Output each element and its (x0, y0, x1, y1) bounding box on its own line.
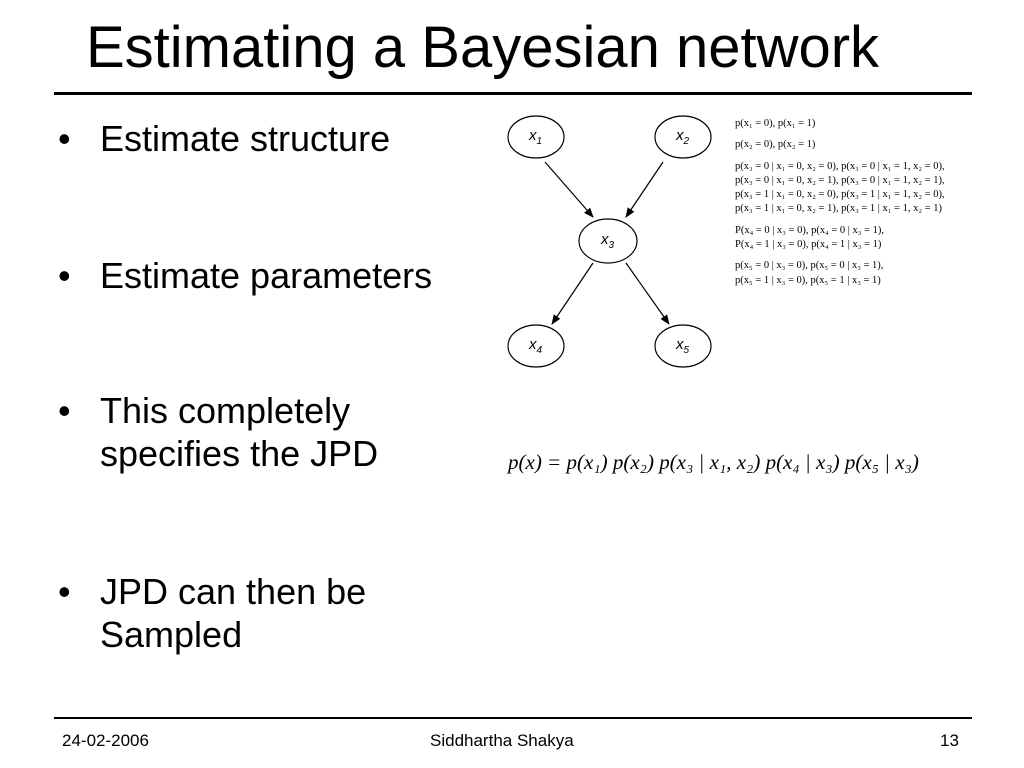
cpt-line: P(x₄ = 1 | x₃ = 0), p(x₄ = 1 | x₃ = 1) (735, 239, 882, 251)
slide-title: Estimating a Bayesian network (86, 15, 880, 80)
title-divider (54, 92, 972, 95)
cpt-line: p(x₁ = 0), p(x₁ = 1) (735, 118, 816, 129)
cpt-line: p(x₃ = 0 | x₁ = 0, x₂ = 1), p(x₃ = 0 | x… (735, 174, 945, 186)
bullet-item: • Estimate structure (58, 117, 488, 160)
node-x1: x1 (507, 115, 565, 159)
cpt-line: p(x₂ = 0), p(x₂ = 1) (735, 139, 816, 151)
bullet-item: • JPD can then be Sampled (58, 570, 488, 656)
bullet-text: This completely (100, 390, 351, 431)
cpt-spacer (735, 217, 945, 224)
bayesian-network-diagram: x1 x2 x3 x4 x5 (507, 115, 712, 368)
svg-text:x3: x3 (600, 231, 615, 251)
node-x4: x4 (507, 324, 565, 368)
footer-divider (54, 717, 972, 719)
jpd-formula: p(x) = p(x₁) p(x₂) p(x₃ | x₁, x₂) p(x₄ |… (508, 450, 919, 474)
cpt-line: p(x₅ = 1 | x₃ = 0), p(x₅ = 1 | x₃ = 1) (735, 274, 881, 286)
bullet-text-continued: Sampled (100, 614, 243, 655)
svg-text:x1: x1 (528, 127, 542, 147)
bullet-dot-icon: • (58, 390, 71, 431)
svg-text:x2: x2 (675, 127, 690, 147)
node-x5: x5 (654, 324, 712, 368)
node-x3: x3 (578, 218, 638, 264)
cpt-spacer (735, 153, 945, 160)
footer-author: Siddhartha Shakya (430, 731, 574, 750)
node-x2: x2 (654, 115, 712, 159)
edge-x2-x3 (625, 161, 664, 218)
footer-date: 24-02-2006 (62, 731, 149, 750)
svg-text:x4: x4 (528, 336, 543, 356)
bullet-dot-icon: • (58, 255, 71, 296)
bullet-item: • Estimate parameters (58, 254, 488, 297)
bullet-dot-icon: • (58, 571, 71, 612)
edge-x3-x4 (551, 262, 594, 325)
bullet-item: • This completely specifies the JPD (58, 389, 488, 475)
cpt-line: P(x₄ = 0 | x₃ = 0), p(x₄ = 0 | x₃ = 1), (735, 224, 884, 236)
cpt-spacer (735, 131, 945, 138)
cpt-line: p(x₃ = 1 | x₁ = 0, x₂ = 0), p(x₃ = 1 | x… (735, 189, 945, 201)
bullet-text-continued: specifies the JPD (100, 433, 379, 474)
cpt-line: p(x₃ = 0 | x₁ = 0, x₂ = 0), p(x₃ = 0 | x… (735, 160, 945, 172)
svg-text:x5: x5 (675, 336, 690, 356)
bullet-dot-icon: • (58, 118, 71, 159)
edge-x3-x5 (625, 262, 670, 325)
cpt-line: p(x₃ = 1 | x₁ = 0, x₂ = 1), p(x₃ = 1 | x… (735, 203, 942, 215)
cpt-line: p(x₅ = 0 | x₃ = 0), p(x₅ = 0 | x₃ = 1), (735, 260, 884, 272)
conditional-probability-table: p(x₁ = 0), p(x₁ = 1) p(x₂ = 0), p(x₂ = 1… (735, 117, 945, 288)
bullet-text: Estimate structure (100, 118, 391, 159)
bullet-text: Estimate parameters (100, 255, 433, 296)
slide-number: 13 (940, 731, 959, 750)
cpt-spacer (735, 252, 945, 259)
bullet-text: JPD can then be (100, 571, 367, 612)
edge-x1-x3 (544, 161, 594, 218)
